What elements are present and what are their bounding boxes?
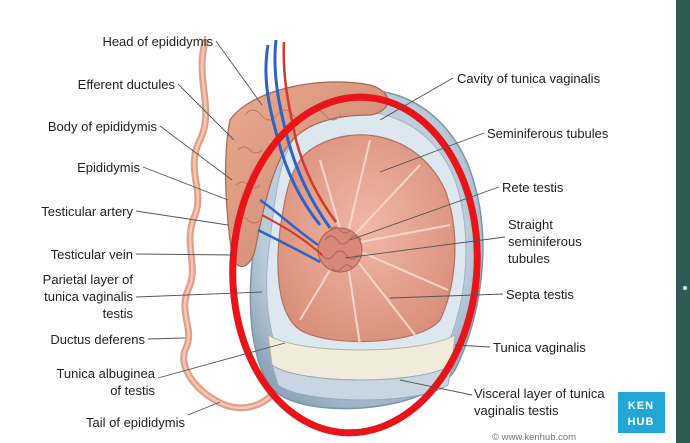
right-labels: Cavity of tunica vaginalis Seminiferous … xyxy=(457,71,609,418)
label-seminiferous-tubules: Seminiferous tubules xyxy=(487,126,609,141)
label-ductus-deferens: Ductus deferens xyxy=(50,332,145,347)
left-labels: Head of epididymis Efferent ductules Bod… xyxy=(41,34,213,430)
label-parietal-layer-line1: Parietal layer of xyxy=(43,272,134,287)
label-visceral-layer-line1: Visceral layer of tunica xyxy=(474,386,605,401)
tubule-squiggles xyxy=(321,226,362,272)
label-visceral-layer-line2: vaginalis testis xyxy=(474,403,559,418)
label-tunica-vaginalis: Tunica vaginalis xyxy=(493,340,586,355)
leader-lines-right xyxy=(344,77,506,396)
testis-parenchyma xyxy=(277,134,456,343)
label-head-of-epididymis: Head of epididymis xyxy=(102,34,213,49)
label-epididymis: Epididymis xyxy=(77,160,140,175)
label-tunica-albuginea-line2: of testis xyxy=(110,383,155,398)
label-parietal-layer-line3: testis xyxy=(103,306,134,321)
visceral-bottom-band xyxy=(271,363,453,401)
credit-text: © www.kenhub.com xyxy=(492,432,576,443)
logo-box xyxy=(618,392,665,433)
label-cavity-of-tunica-vaginalis: Cavity of tunica vaginalis xyxy=(457,71,601,86)
edge-dot xyxy=(683,286,687,290)
label-parietal-layer-line2: tunica vaginalis xyxy=(44,289,133,304)
label-straight-line2: seminiferous xyxy=(508,234,582,249)
logo-line1: KEN xyxy=(628,400,654,412)
label-straight-line1: Straight xyxy=(508,217,553,232)
label-septa-testis: Septa testis xyxy=(506,287,574,302)
label-testicular-artery: Testicular artery xyxy=(41,204,133,219)
label-body-of-epididymis: Body of epididymis xyxy=(48,119,158,134)
label-testicular-vein: Testicular vein xyxy=(51,247,133,262)
ductus-highlight xyxy=(182,40,274,410)
label-tail-of-epididymis: Tail of epididymis xyxy=(86,415,185,430)
kenhub-logo: KEN HUB xyxy=(618,392,665,433)
label-tunica-albuginea-line1: Tunica albuginea xyxy=(56,366,155,381)
label-rete-testis: Rete testis xyxy=(502,180,564,195)
leader-lines-left xyxy=(135,40,286,416)
label-straight-line3: tubules xyxy=(508,251,550,266)
logo-line2: HUB xyxy=(628,416,655,428)
highlight-ellipse xyxy=(229,93,481,437)
rete-testis xyxy=(317,227,363,273)
label-efferent-ductules: Efferent ductules xyxy=(78,77,176,92)
